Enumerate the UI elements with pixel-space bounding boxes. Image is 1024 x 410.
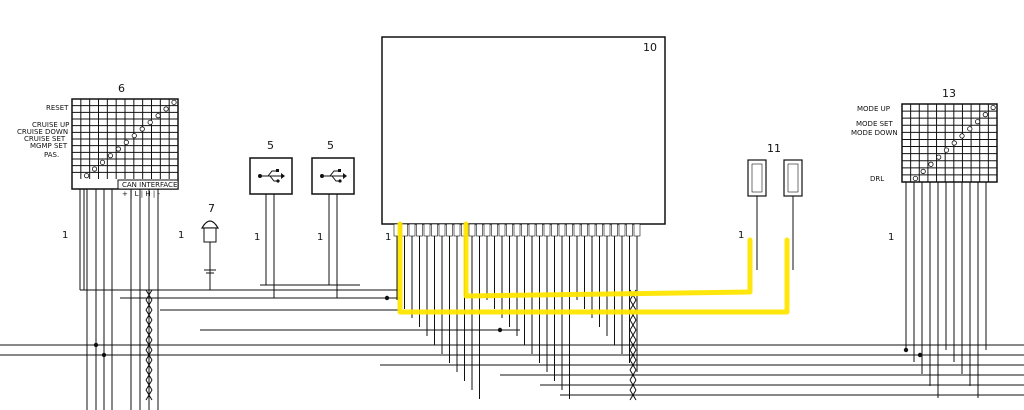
component-5a-number: 5 — [267, 139, 274, 152]
component-7[interactable]: 7 — [200, 202, 220, 290]
c13-connector-mark: 1 — [888, 232, 894, 243]
can-interface-pins: + | L | H | - — [122, 190, 160, 198]
component-7-number: 7 — [208, 202, 215, 215]
c5a-connector-mark: 1 — [254, 232, 260, 243]
component-5b-number: 5 — [327, 139, 334, 152]
usb-icon — [320, 169, 347, 183]
label-cruise-set: CRUISE SET — [24, 135, 66, 143]
label-reset: RESET — [46, 104, 69, 112]
c10-connector-mark: 1 — [385, 232, 391, 243]
highlighted-wires — [397, 221, 790, 315]
component-5a[interactable]: 5 1 — [249, 139, 293, 243]
label-mgmp-set: MGMP SET — [30, 142, 68, 150]
label-mode-up: MODE UP — [857, 105, 890, 113]
can-interface-label: CAN INTERFACE — [122, 181, 177, 189]
component-6[interactable]: 6 RESET CRUISE UP CRUISE DOWN CRUISE SET… — [17, 82, 184, 241]
label-cruise-up: CRUISE UP — [32, 121, 69, 129]
label-mode-set: MODE SET — [856, 120, 893, 128]
c5b-connector-mark: 1 — [317, 232, 323, 243]
component-6-grid — [72, 99, 178, 179]
usb-icon — [258, 169, 285, 183]
component-5b[interactable]: 5 1 — [311, 139, 355, 243]
component-10-body — [381, 36, 666, 225]
component-13[interactable]: 13 MODE UP MODE SET MODE DOWN DRL 1 — [851, 87, 998, 243]
component-11[interactable]: 11 1 — [738, 142, 803, 241]
label-pas: PAS. — [44, 151, 59, 159]
c6-left-connector-mark: 1 — [62, 230, 68, 241]
component-13-grid — [902, 104, 997, 182]
label-cruise-down: CRUISE DOWN — [17, 128, 68, 136]
component-10[interactable]: 10 1 — [381, 36, 666, 243]
label-drl: DRL — [870, 175, 884, 183]
component-6-number: 6 — [118, 82, 125, 95]
component-6-labels: RESET CRUISE UP CRUISE DOWN CRUISE SET M… — [17, 104, 69, 159]
component-11-number: 11 — [767, 142, 781, 155]
label-mode-down: MODE DOWN — [851, 129, 898, 137]
c11-connector-mark: 1 — [738, 230, 744, 241]
component-10-pins — [393, 223, 641, 237]
component-13-number: 13 — [942, 87, 956, 100]
component-10-number: 10 — [643, 41, 657, 54]
c6-right-connector-mark: 1 — [178, 230, 184, 241]
component-13-body — [901, 103, 998, 183]
